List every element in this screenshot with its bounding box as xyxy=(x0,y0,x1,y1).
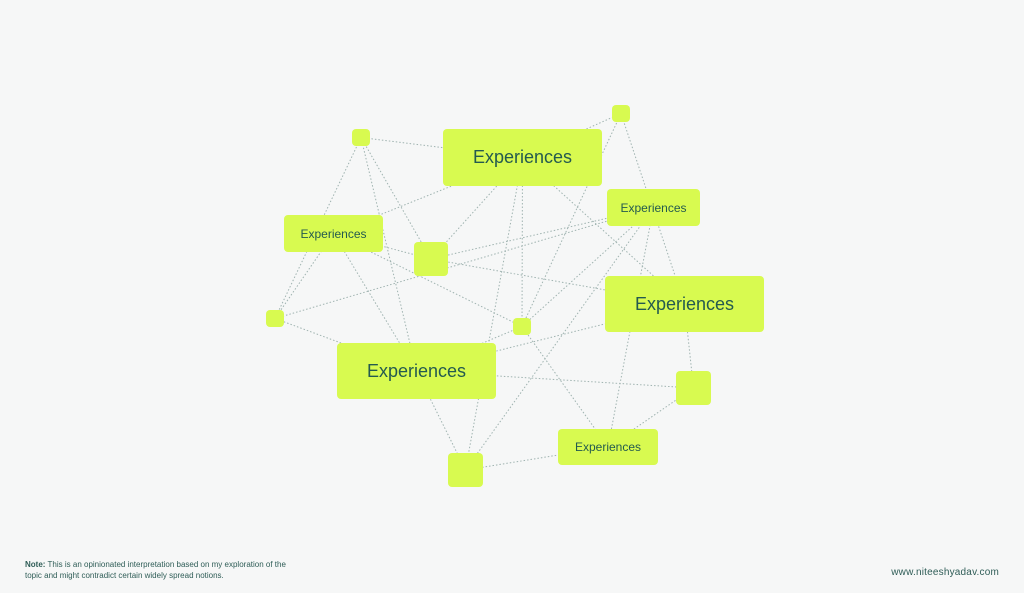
edge-s1-s3 xyxy=(360,137,432,260)
experiences-node-bottom-left: Experiences xyxy=(337,343,496,399)
website-link[interactable]: www.niteeshyadav.com xyxy=(891,567,999,578)
footer-note: Note: This is an opinionated interpretat… xyxy=(25,559,295,581)
experiences-node-right: Experiences xyxy=(605,276,764,332)
note-text: This is an opinionated interpretation ba… xyxy=(25,560,286,580)
edge-n6-s6 xyxy=(465,446,609,471)
edge-n5-s6 xyxy=(465,207,654,471)
edge-n5-n6 xyxy=(607,207,654,448)
small-node-center-left xyxy=(414,242,448,276)
small-node-far-left xyxy=(266,310,284,327)
edge-s4-n6 xyxy=(521,326,609,448)
edge-s4-n5 xyxy=(521,207,654,327)
small-node-right xyxy=(676,371,711,405)
experiences-node-top: Experiences xyxy=(443,129,602,186)
small-node-top-left xyxy=(352,129,370,146)
edge-s1-n1 xyxy=(360,137,523,158)
experiences-node-bottom-right: Experiences xyxy=(558,429,658,465)
edge-s2-s4 xyxy=(521,113,622,327)
edge-n5-s5 xyxy=(274,207,654,319)
small-node-top-right xyxy=(612,105,630,122)
experiences-node-upper-right: Experiences xyxy=(607,189,700,226)
edge-n1-s6 xyxy=(465,157,523,471)
edge-s1-n4 xyxy=(360,137,417,372)
experiences-node-left: Experiences xyxy=(284,215,383,252)
small-node-center xyxy=(513,318,531,335)
note-label: Note: xyxy=(25,560,46,569)
edge-n1-n3 xyxy=(333,157,523,234)
small-node-bottom xyxy=(448,453,483,487)
